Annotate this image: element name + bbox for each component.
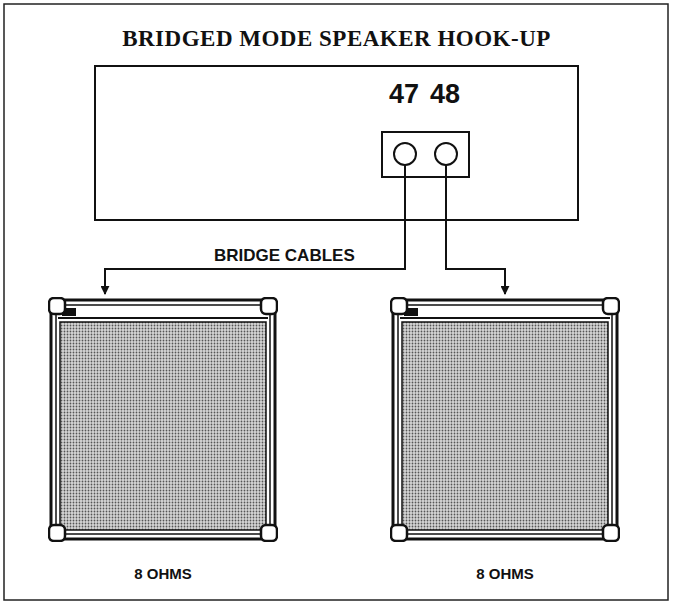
speaker-grille xyxy=(402,322,608,530)
jack-drawing xyxy=(383,133,468,176)
cabinet-outline xyxy=(51,300,275,539)
speaker-grille xyxy=(60,322,266,530)
diagram-title: BRIDGED MODE SPEAKER HOOK-UP xyxy=(0,26,673,52)
impedance-label: 8 OHMS xyxy=(390,565,620,582)
cable-label: BRIDGE CABLES xyxy=(212,246,357,266)
speaker-cabinet: 8 OHMS xyxy=(48,297,278,542)
amplifier-chassis xyxy=(95,66,578,220)
top-trim xyxy=(400,317,610,319)
corner-protector xyxy=(49,298,65,314)
corner-protector xyxy=(603,525,619,541)
corner-protector xyxy=(49,525,65,541)
outer-frame xyxy=(4,4,668,600)
corner-protector xyxy=(391,298,407,314)
corner-protector xyxy=(603,298,619,314)
output-jack-panel: 4748 xyxy=(381,131,470,178)
speaker-drawing xyxy=(390,297,620,542)
top-trim xyxy=(58,317,268,319)
jack-socket xyxy=(435,143,457,165)
corner-protector xyxy=(261,298,277,314)
corner-protector xyxy=(261,525,277,541)
jack-socket xyxy=(394,143,416,165)
terminal-number: 48 xyxy=(430,79,460,110)
cabinet-inner-edge xyxy=(398,305,612,534)
impedance-label: 8 OHMS xyxy=(48,565,278,582)
cabinet-inner-edge xyxy=(56,305,270,534)
bridge-cable xyxy=(446,178,505,294)
cable-stub xyxy=(445,165,447,176)
cable-stub xyxy=(404,165,406,176)
terminal-number: 47 xyxy=(389,79,419,110)
bridge-cable xyxy=(105,178,405,294)
speaker-cabinet: 8 OHMS xyxy=(390,297,620,542)
corner-protector xyxy=(391,525,407,541)
cabinet-outline xyxy=(393,300,617,539)
speaker-drawing xyxy=(48,297,278,542)
